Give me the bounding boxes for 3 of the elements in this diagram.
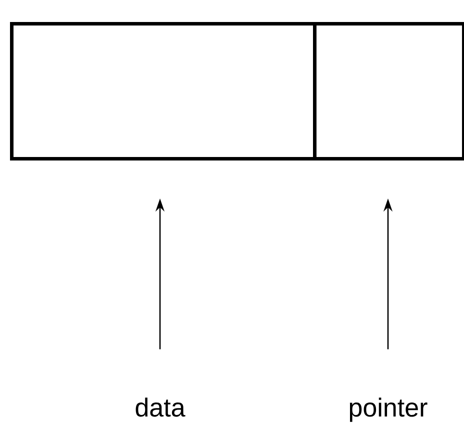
cell-box: [313, 22, 464, 160]
label-text: pointer: [350, 398, 428, 422]
label-text: data: [136, 398, 186, 417]
